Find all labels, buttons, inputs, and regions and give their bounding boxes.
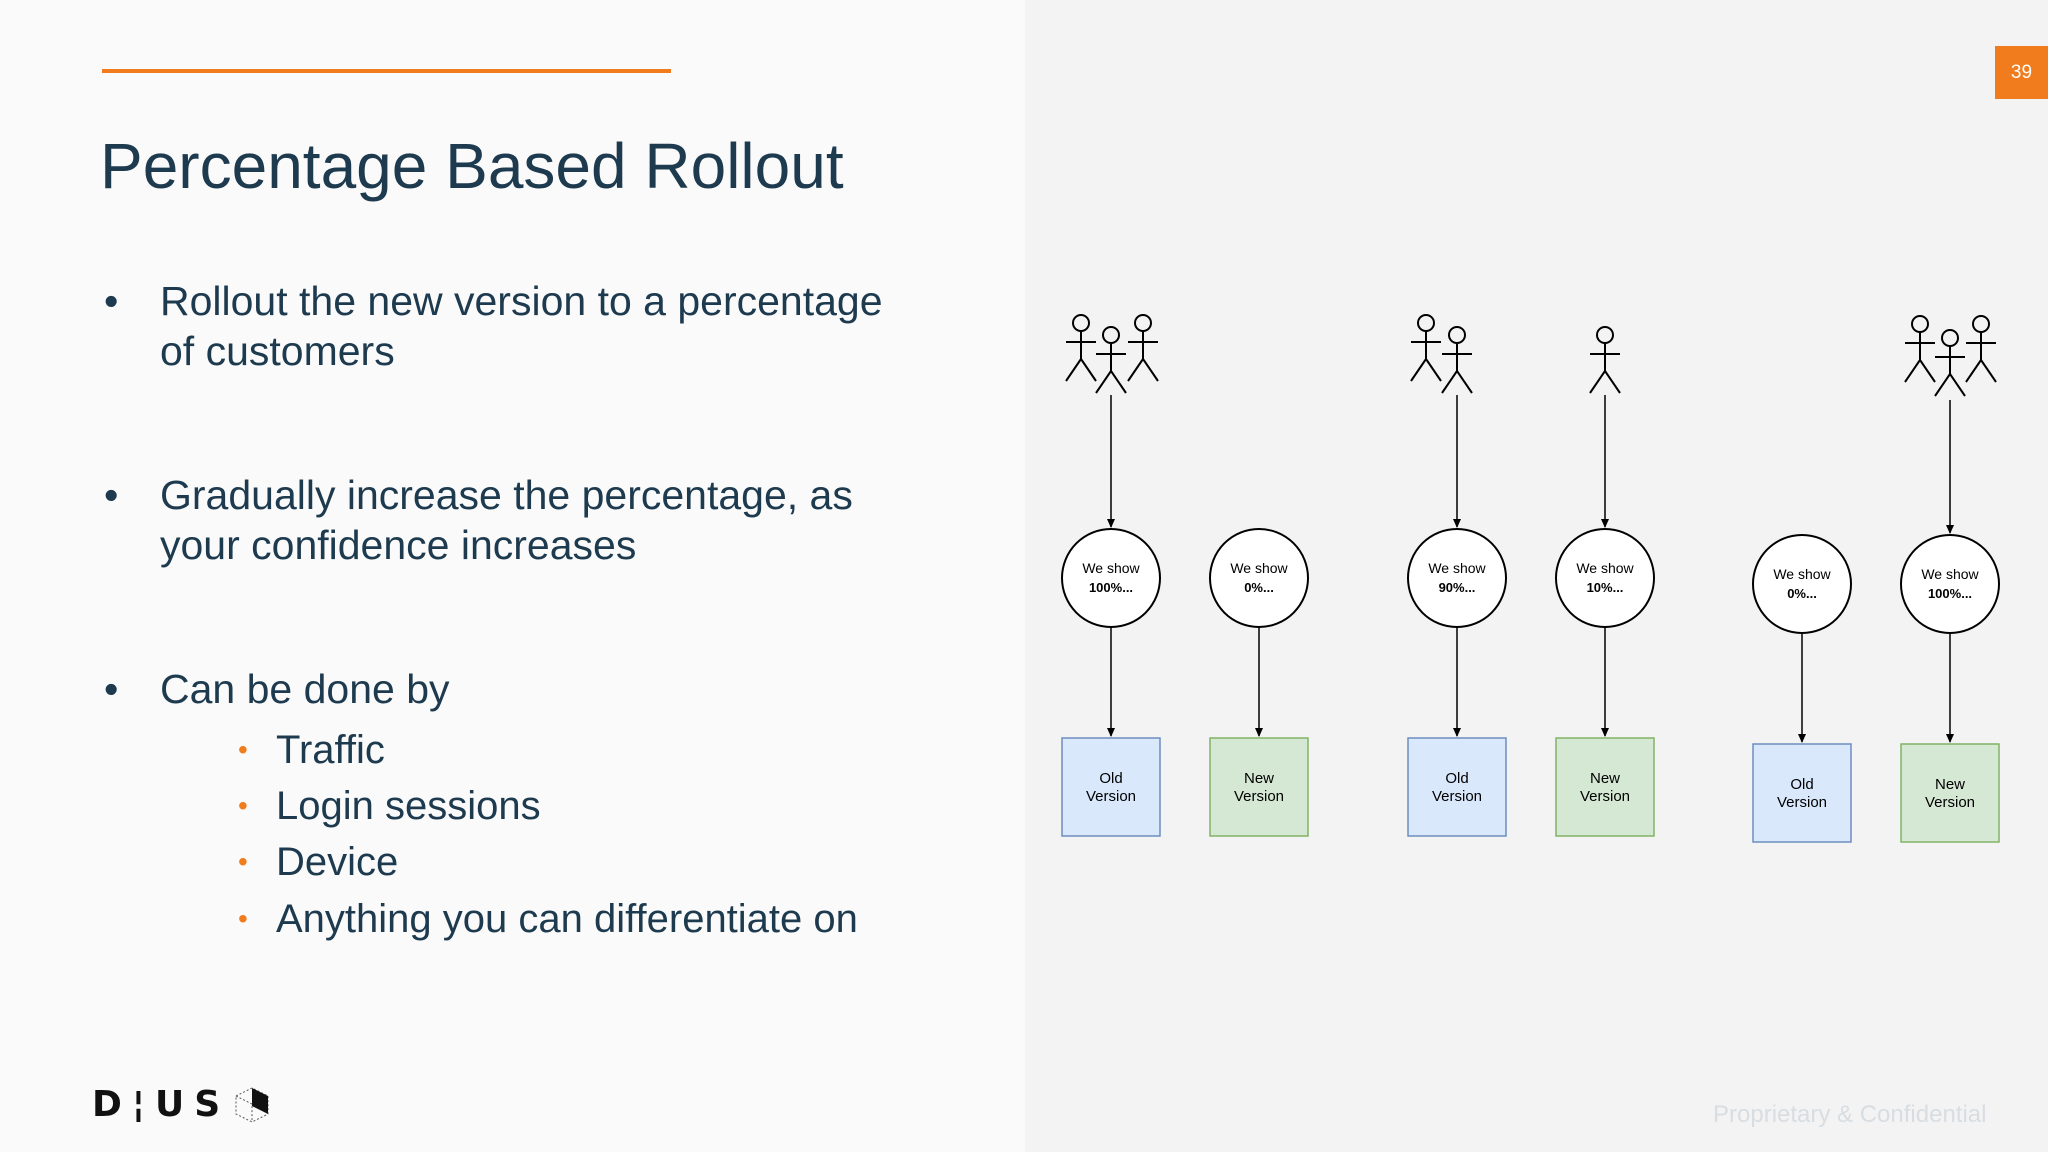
version-box: New Version [1900,743,2000,843]
node-percent: 10%... [1587,580,1624,595]
bullet-marker: • [104,666,119,712]
bullet-rollout: • Rollout the new version to a percentag… [104,276,883,376]
node-label: We show [1576,560,1634,576]
sub-bullet-text: Login sessions [276,784,541,828]
traffic-share-node: We show 10%... [1555,528,1655,628]
sub-bullet-marker: • [238,734,248,765]
version-label: Old [1445,770,1468,787]
user-figure-icon [1934,329,1966,397]
diagram-panel [1025,0,2048,1152]
sub-bullet-login: • Login sessions [238,782,541,830]
logo-wordmark: D¦US [92,1083,231,1125]
user-figure-icon [1127,314,1159,382]
node-percent: 0%... [1787,586,1817,601]
sub-bullet-text: Traffic [276,728,385,772]
cube-logo-icon [235,1087,269,1123]
bullet-can-be-done: • Can be done by [104,664,450,714]
version-label: Version [1234,788,1284,805]
bullet-line: your confidence increases [160,522,637,568]
node-label: We show [1230,560,1288,576]
sub-bullet-anything: • Anything you can differentiate on [238,895,858,943]
traffic-share-node: We show 0%... [1752,534,1852,634]
version-label: Old [1790,776,1813,793]
version-box: Old Version [1061,737,1161,837]
sub-bullet-marker: • [238,903,248,934]
user-figure-icon [1410,314,1442,382]
user-figure-icon [1589,326,1621,394]
node-label: We show [1921,566,1979,582]
version-label: New [1590,770,1620,787]
node-percent: 100%... [1089,580,1133,595]
page-number-badge: 39 [1995,46,2048,99]
user-figure-icon [1095,326,1127,394]
bullet-line: Gradually increase the percentage, as [160,472,853,518]
user-figure-icon [1965,315,1997,383]
user-figure-icon [1441,326,1473,394]
bullet-line: of customers [160,328,395,374]
node-percent: 0%... [1244,580,1274,595]
sub-bullet-device: • Device [238,838,399,886]
slide-title: Percentage Based Rollout [100,129,844,202]
bullet-line: Can be done by [160,666,450,712]
traffic-share-node: We show 100%... [1900,534,2000,634]
traffic-share-node: We show 100%... [1061,528,1161,628]
bullet-gradually: • Gradually increase the percentage, as … [104,470,853,570]
bullet-marker: • [104,472,119,518]
dius-logo: D¦US [92,1082,274,1126]
sub-bullet-text: Anything you can differentiate on [276,897,858,941]
bullet-line: Rollout the new version to a percentage [160,278,883,324]
node-label: We show [1082,560,1140,576]
node-label: We show [1428,560,1486,576]
version-label: Version [1432,788,1482,805]
node-percent: 100%... [1928,586,1972,601]
title-accent-rule [102,69,671,73]
version-label: Version [1086,788,1136,805]
version-box: Old Version [1407,737,1507,837]
sub-bullet-text: Device [276,840,399,884]
sub-bullet-marker: • [238,790,248,821]
version-box: New Version [1555,737,1655,837]
version-label: Old [1099,770,1122,787]
traffic-share-node: We show 90%... [1407,528,1507,628]
version-label: New [1935,776,1965,793]
version-label: Version [1580,788,1630,805]
traffic-share-node: We show 0%... [1209,528,1309,628]
node-label: We show [1773,566,1831,582]
user-figure-icon [1065,314,1097,382]
version-box: New Version [1209,737,1309,837]
bullet-marker: • [104,278,119,324]
version-label: New [1244,770,1274,787]
version-label: Version [1777,794,1827,811]
node-percent: 90%... [1439,580,1476,595]
sub-bullet-traffic: • Traffic [238,726,385,774]
version-box: Old Version [1752,743,1852,843]
confidential-footer: Proprietary & Confidential [1713,1101,1987,1128]
sub-bullet-marker: • [238,846,248,877]
user-figure-icon [1904,315,1936,383]
version-label: Version [1925,794,1975,811]
